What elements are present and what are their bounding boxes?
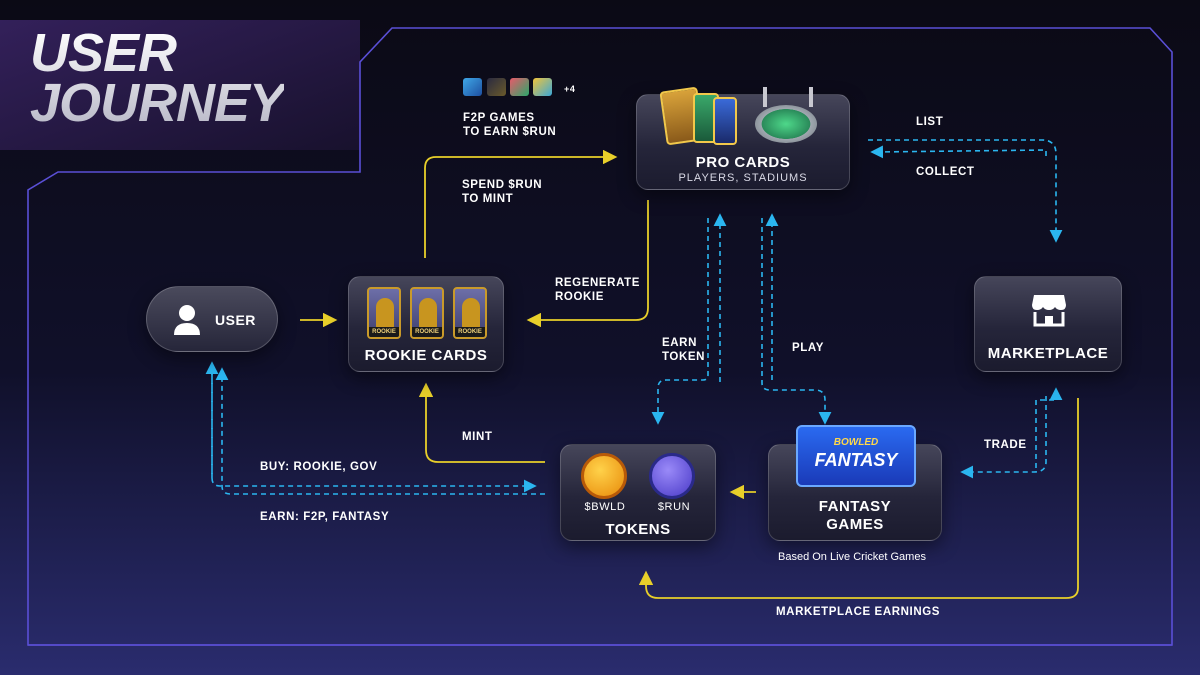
rookie-cards-node: ROOKIE ROOKIE ROOKIE ROOKIE CARDS <box>348 276 504 372</box>
arrow-play-down <box>761 218 832 425</box>
game-thumb-1 <box>463 78 482 96</box>
tokens-title: TOKENS <box>605 521 671 538</box>
arrow-buy-to-tokens <box>211 370 537 493</box>
mint-label: MINT <box>462 431 493 443</box>
marketplace-title: MARKETPLACE <box>987 345 1109 362</box>
tokens-node: $BWLD $RUN TOKENS <box>560 444 716 541</box>
user-label: USER <box>215 312 256 328</box>
arrow-marketplace-earnings <box>638 398 1079 599</box>
arrow-spend-to-mint <box>424 149 618 258</box>
list-label: LIST <box>916 116 944 128</box>
game-thumb-3 <box>510 78 529 96</box>
pro-cards-subtitle: PLAYERS, STADIUMS <box>678 172 808 184</box>
pro-cards-node: PRO CARDS PLAYERS, STADIUMS <box>636 86 850 190</box>
earn-label: EARN: F2P, FANTASY <box>260 511 390 523</box>
pro-card-image <box>713 97 737 145</box>
pro-cards-title: PRO CARDS <box>695 154 791 171</box>
game-thumb-4 <box>533 78 552 96</box>
arrow-trade-to-marketplace <box>1035 387 1063 468</box>
run-label: $RUN <box>657 501 691 513</box>
bwld-label: $BWLD <box>584 501 626 513</box>
play-label: PLAY <box>792 342 825 354</box>
arrow-list-to-pro <box>870 145 1047 159</box>
stadium-image <box>755 105 817 143</box>
user-icon <box>174 305 200 335</box>
run-coin-icon <box>649 453 695 499</box>
arrow-collect-to-marketplace <box>868 139 1063 243</box>
user-node: USER <box>146 286 278 352</box>
rookie-cards-title: ROOKIE CARDS <box>364 347 488 364</box>
fantasy-games-title: FANTASY GAMES <box>818 498 892 533</box>
rookie-card-image: ROOKIE <box>367 287 401 339</box>
earn-token-label: EARN TOKEN <box>662 337 706 363</box>
fantasy-caption: Based On Live Cricket Games <box>778 551 926 563</box>
games-label: F2P GAMES TO EARN $RUN <box>463 112 557 138</box>
bowled-fantasy-logo: BOWLED FANTASY <box>796 425 916 487</box>
collect-label: COLLECT <box>916 166 975 178</box>
arrow-earn-to-user <box>215 367 545 495</box>
arrow-trade-to-fantasy <box>960 396 1047 479</box>
buy-label: BUY: ROOKIE, GOV <box>260 461 378 473</box>
trade-label: TRADE <box>984 439 1027 451</box>
rookie-card-image: ROOKIE <box>410 287 444 339</box>
arrow-regenerate-rookie <box>526 200 649 328</box>
regenerate-label: REGENERATE ROOKIE <box>555 277 641 303</box>
stadium-light <box>763 87 767 107</box>
arrow-earn-token-down <box>651 218 709 425</box>
games-more-count: +4 <box>564 84 576 94</box>
spend-label: SPEND $RUN TO MINT <box>462 179 543 205</box>
marketplace-node: MARKETPLACE <box>974 276 1122 372</box>
game-thumb-2 <box>487 78 506 96</box>
stadium-light <box>809 87 813 107</box>
rookie-card-image: ROOKIE <box>453 287 487 339</box>
marketplace-earnings-label: MARKETPLACE EARNINGS <box>776 606 941 618</box>
store-icon <box>1032 295 1066 327</box>
arrow-mint <box>418 382 545 463</box>
bwld-coin-icon <box>581 453 627 499</box>
